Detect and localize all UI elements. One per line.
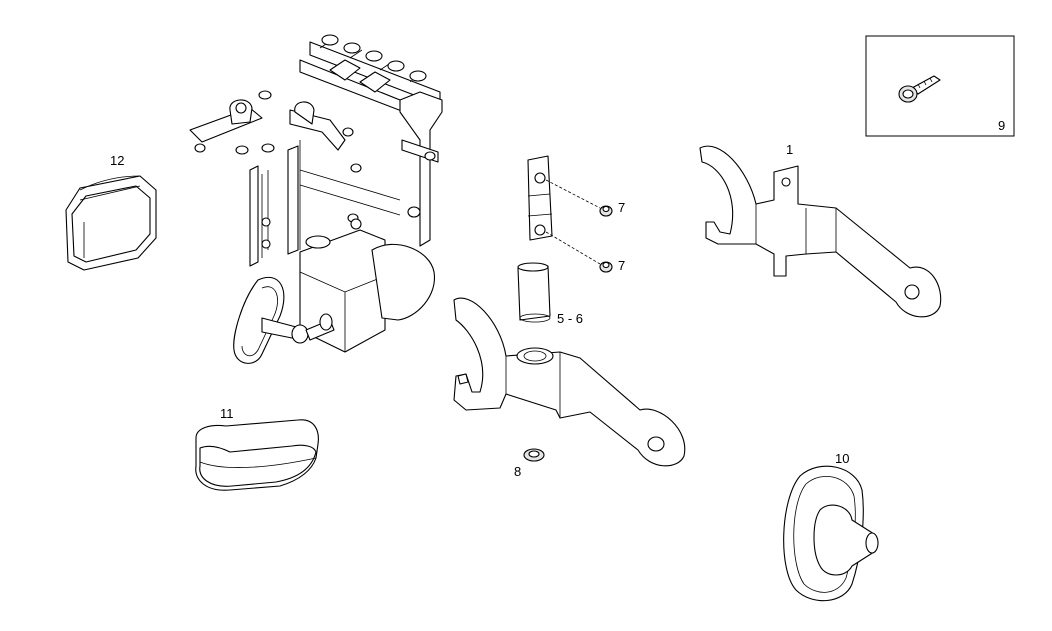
callout-part-10: 10 bbox=[835, 451, 849, 466]
callout-part-8: 8 bbox=[514, 464, 521, 479]
fork-lever-center bbox=[453, 297, 686, 467]
callout-part-5-6: 5 - 6 bbox=[557, 311, 583, 326]
part-7-bushing-upper bbox=[599, 205, 613, 217]
callout-part-1: 1 bbox=[786, 142, 793, 157]
part-1-fork-lever bbox=[699, 145, 942, 318]
callout-part-7-upper: 7 bbox=[618, 200, 625, 215]
part-10-dust-boot bbox=[783, 465, 879, 602]
part-7-bushing-lower bbox=[599, 261, 613, 273]
part-5-6-sleeve bbox=[517, 262, 551, 323]
part-12-rubber-cover bbox=[65, 175, 157, 271]
part-8-circlip bbox=[523, 448, 545, 462]
callout-part-7-lower: 7 bbox=[618, 258, 625, 273]
callout-part-12: 12 bbox=[110, 153, 124, 168]
callout-part-11: 11 bbox=[220, 406, 234, 421]
callout-part-9: 9 bbox=[998, 118, 1005, 133]
link-pin bbox=[527, 155, 601, 265]
part-9-detail-frame bbox=[865, 35, 1015, 137]
part-11-gasket bbox=[195, 419, 319, 491]
gearbox-assembly bbox=[189, 34, 443, 364]
part-9-screw bbox=[898, 75, 941, 103]
